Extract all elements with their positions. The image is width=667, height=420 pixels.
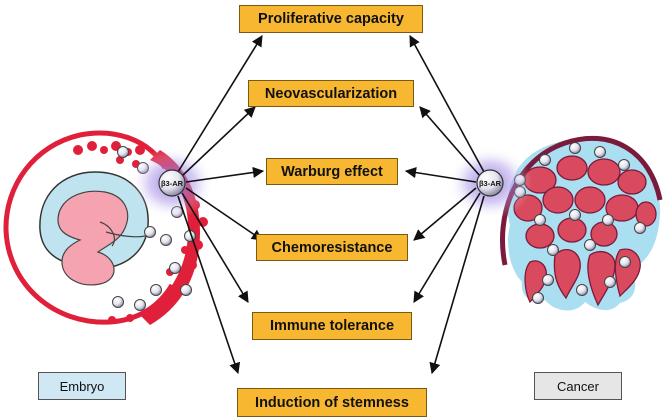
arrow-right-3: [404, 167, 477, 183]
outcome-box-proliferative-capacity: Proliferative capacity: [239, 5, 423, 33]
arrow-right-6: [429, 195, 485, 375]
left-receptor-badge: β3-AR: [158, 169, 186, 197]
right-receptor-label: β3-AR: [479, 179, 502, 188]
cancer-label: Cancer: [534, 372, 622, 400]
arrow-left-4: [185, 187, 263, 241]
arrow-left-2: [181, 106, 256, 177]
arrow-left-3: [185, 166, 265, 183]
left-receptor-label: β3-AR: [161, 179, 184, 188]
cancer-illustration: [500, 135, 663, 311]
arrow-right-2: [419, 106, 481, 177]
left-arrows: [177, 35, 265, 375]
outcome-box-chemoresistance: Chemoresistance: [256, 234, 408, 261]
outcome-box-neovascularization: Neovascularization: [248, 80, 414, 107]
arrow-right-4: [413, 187, 477, 241]
arrow-right-5: [413, 192, 481, 303]
arrow-left-6: [177, 195, 241, 375]
outcome-box-warburg-effect: Warburg effect: [266, 158, 398, 185]
right-receptor-badge: β3-AR: [476, 169, 504, 197]
arrow-left-1: [177, 35, 263, 173]
arrow-left-5: [181, 192, 249, 303]
outcome-box-immune-tolerance: Immune tolerance: [252, 312, 412, 340]
arrow-right-1: [409, 35, 485, 173]
outcome-box-induction-of-stemness: Induction of stemness: [237, 388, 427, 417]
right-arrows: [404, 35, 485, 375]
embryo-label: Embryo: [38, 372, 126, 400]
